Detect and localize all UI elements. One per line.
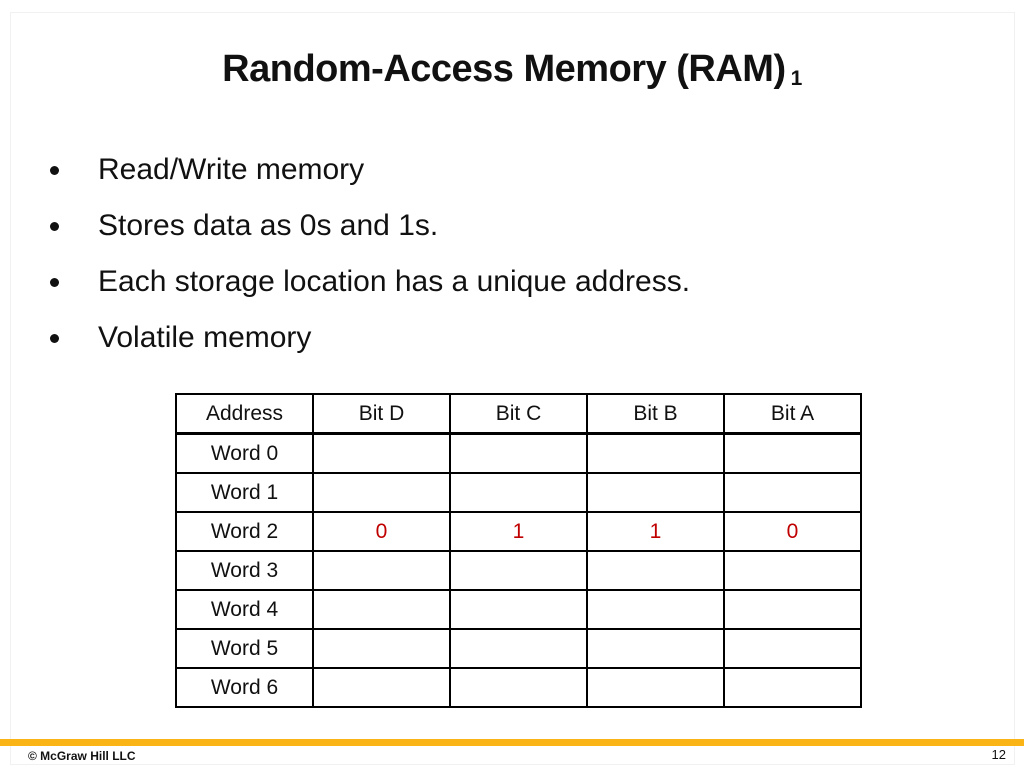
table-row: Word 3 — [175, 550, 862, 591]
accent-bar — [0, 739, 1024, 746]
bit-cell — [586, 472, 725, 513]
bit-cell — [449, 667, 588, 708]
row-label: Word 4 — [175, 589, 314, 630]
table-row: Word 5 — [175, 628, 862, 669]
table-row: Word 0 — [175, 432, 862, 474]
bit-cell — [312, 589, 451, 630]
bit-cell — [586, 667, 725, 708]
table-row: Word 1 — [175, 472, 862, 513]
bit-cell — [449, 550, 588, 591]
bit-cell — [449, 472, 588, 513]
bit-cell — [586, 550, 725, 591]
row-label: Word 2 — [175, 511, 314, 552]
row-label: Word 0 — [175, 432, 314, 474]
bullet-item: Stores data as 0s and 1s. — [0, 198, 690, 254]
column-header: Bit C — [449, 393, 588, 435]
bit-cell — [723, 589, 862, 630]
bullet-item: Each storage location has a unique addre… — [0, 254, 690, 310]
bullet-item: Volatile memory — [0, 310, 690, 366]
bit-cell — [312, 472, 451, 513]
bit-cell — [723, 667, 862, 708]
bit-cell — [312, 628, 451, 669]
row-label: Word 3 — [175, 550, 314, 591]
table-row: Word 6 — [175, 667, 862, 708]
row-label: Word 1 — [175, 472, 314, 513]
bit-cell — [586, 628, 725, 669]
bit-cell: 0 — [723, 511, 862, 552]
bit-cell — [723, 628, 862, 669]
bit-cell — [312, 667, 451, 708]
column-header: Address — [175, 393, 314, 435]
bit-cell — [723, 472, 862, 513]
slide-title-text: Random-Access Memory (RAM) — [222, 48, 786, 90]
bit-cell — [449, 432, 588, 474]
bit-cell: 0 — [312, 511, 451, 552]
bit-cell — [586, 432, 725, 474]
bit-cell — [723, 432, 862, 474]
bit-cell — [586, 589, 725, 630]
bit-cell: 1 — [586, 511, 725, 552]
bit-cell — [312, 432, 451, 474]
bit-cell: 1 — [449, 511, 588, 552]
page-number: 12 — [991, 747, 1006, 762]
bit-cell — [449, 589, 588, 630]
column-header: Bit D — [312, 393, 451, 435]
slide-title: Random-Access Memory (RAM)1 — [0, 48, 1024, 91]
row-label: Word 5 — [175, 628, 314, 669]
bit-cell — [449, 628, 588, 669]
footer-copyright: © McGraw Hill LLC — [28, 749, 136, 763]
table-row: Word 4 — [175, 589, 862, 630]
bit-cell — [723, 550, 862, 591]
column-header: Bit B — [586, 393, 725, 435]
bit-cell — [312, 550, 451, 591]
bullet-item: Read/Write memory — [0, 142, 690, 198]
slide-title-suffix: 1 — [790, 67, 803, 90]
column-header: Bit A — [723, 393, 862, 435]
row-label: Word 6 — [175, 667, 314, 708]
